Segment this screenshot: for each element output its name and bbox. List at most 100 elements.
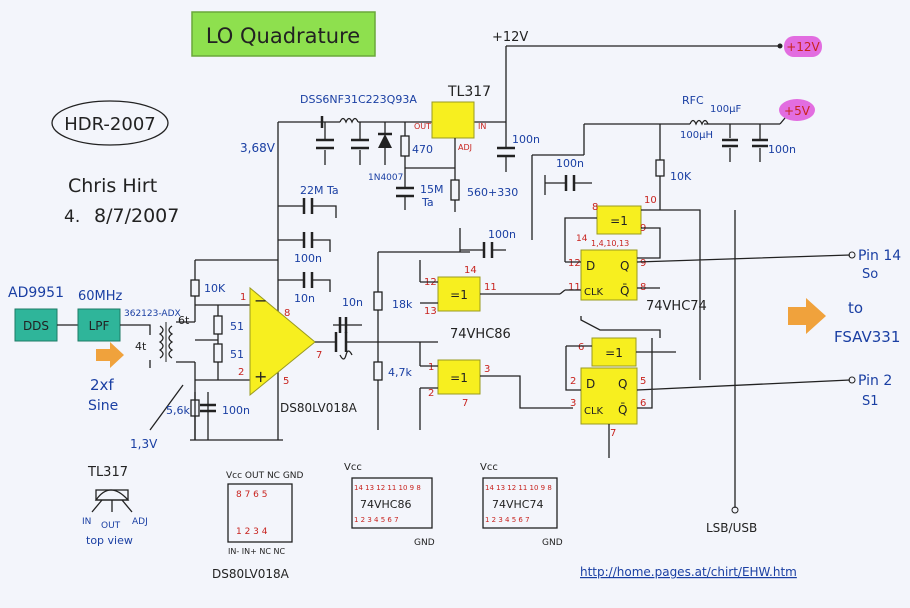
ds80-top-label: Vcc OUT NC GND [226,471,304,481]
xor-1-symbol: =1 [450,288,468,302]
title: LO Quadrature [206,24,360,48]
ff-pin-7: 7 [610,428,616,439]
t-right: 6t [178,314,190,327]
ff-pin-set: 1,4,10,13 [591,239,629,248]
dds-block [14,308,58,342]
to-label: to [848,299,863,317]
v368-label: 3,68V [240,141,276,155]
r10k-a-label: 10K [204,282,226,295]
ff-xor-top [596,205,642,235]
c100d-label: 100n [488,228,516,241]
ff-xor-bottom-symbol: =1 [605,346,623,360]
lpf-label: LPF [89,319,110,333]
ff-pin-3: 3 [570,398,576,409]
date: 8/7/2007 [94,205,179,227]
c10a-label: 10n [294,292,315,305]
v5-tag [779,99,815,121]
opamp-name: DS80LV018A [280,401,358,415]
xor-name: 74VHC86 [450,327,511,342]
xor-pin-1: 1 [428,362,434,373]
cap-code: DSS6NF31C223Q93A [300,93,417,106]
s0-label: So [862,267,878,282]
lsb-usb-label: LSB/USB [706,521,757,535]
reg-label: TL317 [447,84,491,100]
ff-pin-12: 12 [568,258,581,269]
v5-tag-label: +5V [784,104,811,118]
ff-pin-9b: 9 [640,258,646,269]
diode-label: 1N4007 [368,173,403,183]
xor-pin-3: 3 [484,364,490,375]
r51-a-label: 51 [230,320,244,333]
c100f-label: 100n [768,143,796,156]
r56k-label: 5,6k [166,404,190,417]
hc86-name: 74VHC86 [360,498,411,511]
ff-pin-5: 5 [640,376,646,387]
ff-pin-14: 14 [576,234,588,244]
v13-label: 1,3V [130,437,158,451]
title-box [191,11,376,57]
r47k-label: 4,7k [388,366,412,379]
transformer-label: 362123-ADX [124,309,181,319]
ff-pin-8: 8 [592,202,598,213]
hc86-vcc: Vcc [344,462,362,473]
url-link[interactable]: http://home.pages.at/chirt/EHW.htm [580,565,797,579]
reg-adj: ADJ [458,143,472,152]
url-text[interactable]: http://home.pages.at/chirt/EHW.htm [580,565,797,579]
opamp-pin-5: 5 [283,376,289,387]
c100a-label: 100n [512,133,540,146]
opamp-pin-7: 7 [316,350,322,361]
c22-label: 22M Ta [300,184,339,197]
ff-pin-6: 6 [578,342,584,353]
xor-2-symbol: =1 [450,371,468,385]
pin14-label: Pin 14 [858,248,901,264]
c100c-label: 100n [222,404,250,417]
r470-label: 470 [412,143,433,156]
opamp-pin-2: 2 [238,367,244,378]
reg-out: OUT [414,122,431,131]
date-prefix: 4. [64,207,80,227]
hc86-pinout [351,477,433,529]
t-left: 4t [135,340,147,353]
ds80-name: DS80LV018A [212,567,290,581]
ff2-clk: CLK [584,406,604,417]
tl317-pin-in: IN [82,517,91,527]
r51-b-label: 51 [230,348,244,361]
sine-label-2: Sine [88,398,118,414]
xor-gate-1 [437,276,481,312]
project-ellipse [51,100,169,146]
tl317-view: top view [86,534,133,547]
dds-label: DDS [23,319,49,333]
hc86-bottom-pins: 1 2 3 4 5 6 7 [354,516,399,524]
ff-xor-top-symbol: =1 [610,214,628,228]
xor-pin-13: 13 [424,306,437,317]
reg-in: IN [478,122,486,131]
ff1-qn: Q̄ [620,284,629,298]
r10k-b-label: 10K [670,170,692,183]
lpf-block [77,308,121,342]
hc74-bottom-pins: 1 2 3 4 5 6 7 [485,516,530,524]
c15b-label: Ta [421,196,434,209]
fsav-label: FSAV331 [834,328,900,346]
opamp [249,286,316,397]
ds80-bottom-pins: 1 2 3 4 [236,527,268,537]
xor-pin-11: 11 [484,282,497,293]
c100e-label: 100n [556,157,584,170]
pin2-label: Pin 2 [858,373,892,389]
flipflop-2 [580,367,638,425]
c100b-label: 100n [294,252,322,265]
r18k-label: 18k [392,298,413,311]
ds80-top-pins: 8 7 6 5 [236,490,268,500]
c15-label: 15M [420,183,444,196]
sine-label: 2xf [90,376,114,394]
hc74-gnd: GND [542,538,563,548]
opamp-pin-1: 1 [240,292,246,303]
dds-chip-label: AD9951 [8,285,64,301]
sine-arrow [96,342,124,368]
xor-gate-2 [437,359,481,395]
regulator [431,101,475,139]
r560-label: 560+330 [467,186,518,199]
tl317-pin-out: OUT [101,521,121,531]
xor-pin-2: 2 [428,388,434,399]
v12-label: +12V [492,30,528,45]
